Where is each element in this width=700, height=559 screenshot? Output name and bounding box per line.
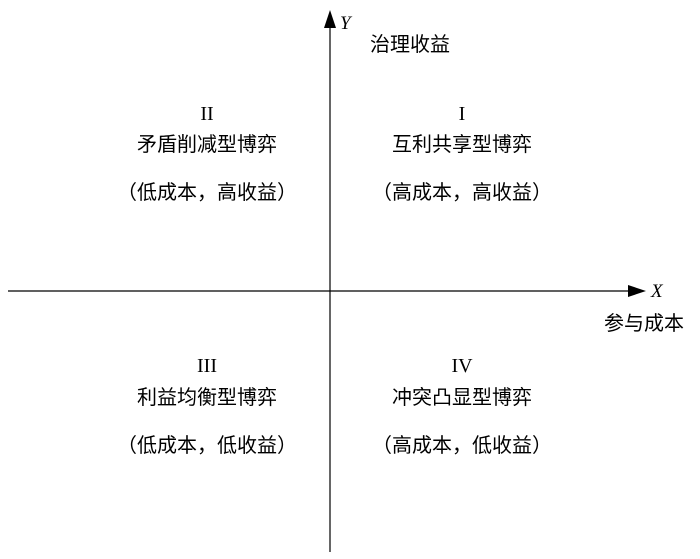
quadrant-3-numeral: III bbox=[197, 355, 217, 377]
quadrant-4-numeral: IV bbox=[451, 355, 473, 377]
x-axis-symbol: X bbox=[651, 281, 663, 302]
y-axis-label: 治理收益 bbox=[370, 32, 450, 56]
quadrant-1-name: 互利共享型博弈 bbox=[392, 132, 532, 156]
quadrant-2-numeral: II bbox=[200, 103, 214, 125]
x-axis-arrow bbox=[628, 285, 646, 297]
x-axis-label: 参与成本 bbox=[604, 311, 684, 335]
quadrant-4-name: 冲突凸显型博弈 bbox=[392, 385, 532, 409]
quadrant-1-numeral: I bbox=[458, 103, 466, 125]
quadrant-2-name: 矛盾削减型博弈 bbox=[137, 132, 277, 156]
y-axis-symbol: Y bbox=[340, 13, 351, 34]
quadrant-4-condition: （高成本，低收益） bbox=[372, 433, 552, 457]
quadrant-1-condition: （高成本，高收益） bbox=[372, 180, 552, 204]
quadrant-3-name: 利益均衡型博弈 bbox=[137, 385, 277, 409]
y-axis-arrow bbox=[324, 10, 336, 28]
quadrant-2-condition: （低成本，高收益） bbox=[117, 180, 297, 204]
quadrant-3-condition: （低成本，低收益） bbox=[117, 433, 297, 457]
